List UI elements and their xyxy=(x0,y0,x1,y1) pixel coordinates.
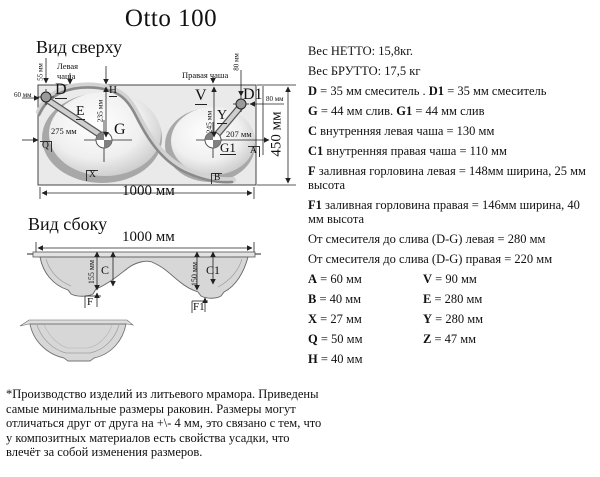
left-bowl-label: Левая чаша xyxy=(57,61,79,81)
dim-275mm: 275 мм xyxy=(51,126,77,136)
side-dimension-lines xyxy=(84,251,216,313)
section-view-drawing xyxy=(19,319,135,362)
top-view-drawing xyxy=(22,58,296,199)
faucet-hole-d xyxy=(38,89,54,105)
right-rod xyxy=(212,103,244,140)
point-g1: G1 xyxy=(220,140,236,155)
spec-line: G = 44 мм слив. G1 = 44 мм слив xyxy=(308,104,485,118)
dim-pair-cell xyxy=(423,352,596,366)
spec-line: От смесителя до слива (D-G) правая = 220… xyxy=(308,252,553,266)
side-width-dim: 1000 мм xyxy=(122,229,175,245)
section-inner-line-1 xyxy=(36,324,120,354)
dim-207mm: 207 мм xyxy=(226,129,252,139)
dim-pairs-table: A = 60 мм V = 90 мм B = 40 мм E = 280 мм X =… xyxy=(308,272,596,372)
section-inner-line-2 xyxy=(43,324,113,349)
side-profile xyxy=(27,251,261,299)
dim-245mm: 245 мм xyxy=(204,110,214,134)
section-bowl xyxy=(29,323,127,362)
point-d: D xyxy=(55,81,67,99)
point-e: E xyxy=(76,104,85,120)
dim-pair-cell: H = 40 мм xyxy=(308,352,363,366)
spec-line: Вес НЕТТО: 15,8кг. xyxy=(308,44,414,58)
side-view-drawing xyxy=(27,242,261,313)
footnote: *Производство изделий из литьевого мрамо… xyxy=(6,387,322,460)
wave-divider-highlight xyxy=(36,82,236,184)
point-f1: F1 xyxy=(193,301,205,313)
dim-pair-cell: Q = 50 мм xyxy=(308,332,363,346)
dim-pair-cell: B = 40 мм xyxy=(308,292,362,306)
dim-pair-cell: Z = 47 мм xyxy=(423,332,477,346)
point-c1: C1 xyxy=(206,263,221,277)
point-b: B xyxy=(211,173,223,184)
top-view-heading: Вид сверху xyxy=(36,37,122,57)
spec-line: Вес БРУТТО: 17,5 кг xyxy=(308,64,421,78)
dim-pair-cell: E = 280 мм xyxy=(423,292,483,306)
point-y: Y xyxy=(217,108,228,124)
dim-235mm: 235 мм xyxy=(95,99,105,123)
point-x: X xyxy=(86,170,98,181)
dim-155mm: 155 мм xyxy=(87,259,96,285)
point-v: V xyxy=(195,87,207,105)
dim-150mm: 150 мм xyxy=(190,261,199,287)
wave-divider xyxy=(37,86,234,184)
dimension-lines xyxy=(22,58,296,199)
page-title: Otto 100 xyxy=(124,5,218,32)
point-q: Q xyxy=(40,141,52,152)
side-view-heading: Вид сбоку xyxy=(28,214,108,234)
spec-line: От смесителя до слива (D-G) левая = 280 … xyxy=(308,232,546,246)
top-width-dim: 1000 мм xyxy=(122,183,175,199)
specs-panel: Вес НЕТТО: 15,8кг. Вес БРУТТО: 17,5 кг D =… xyxy=(308,44,596,372)
spec-line: C1 внутренняя правая чаша = 110 мм xyxy=(308,144,507,158)
spec-line: C внутренняя левая чаша = 130 мм xyxy=(308,124,495,138)
top-height-dim: 450 мм xyxy=(268,111,285,157)
specs-list: Вес НЕТТО: 15,8кг. Вес БРУТТО: 17,5 кг D =… xyxy=(308,44,596,266)
dim-pair-cell: Y = 280 мм xyxy=(423,312,484,326)
dim-80mm-right: 80 мм xyxy=(266,95,284,103)
dim-80mm-top: 80 мм xyxy=(232,53,241,71)
faucet-hole-d1 xyxy=(233,96,249,112)
spec-line: D = 35 мм смеситель . D1 = 35 мм смесите… xyxy=(308,84,547,98)
dim-pair-cell: A = 60 мм xyxy=(308,272,362,286)
right-bowl-label: Правая чаша xyxy=(182,70,229,80)
spec-line: F заливная горловина левая = 148мм ширин… xyxy=(308,164,586,192)
point-c: C xyxy=(101,263,110,277)
spec-line: F1 заливная горловина правая = 146мм шир… xyxy=(308,198,580,226)
section-rim xyxy=(19,319,135,327)
point-a: A xyxy=(248,146,260,157)
point-d1: D1 xyxy=(243,86,263,103)
left-rod xyxy=(43,96,105,139)
point-g: G xyxy=(114,121,126,138)
dim-pair-cell: V = 90 мм xyxy=(423,272,477,286)
point-h: H xyxy=(109,84,117,97)
dim-60mm: 60 мм xyxy=(14,91,32,99)
point-f: F xyxy=(87,296,94,308)
dim-pair-cell: X = 27 мм xyxy=(308,312,362,326)
dim-55mm: 55 мм xyxy=(36,63,45,81)
